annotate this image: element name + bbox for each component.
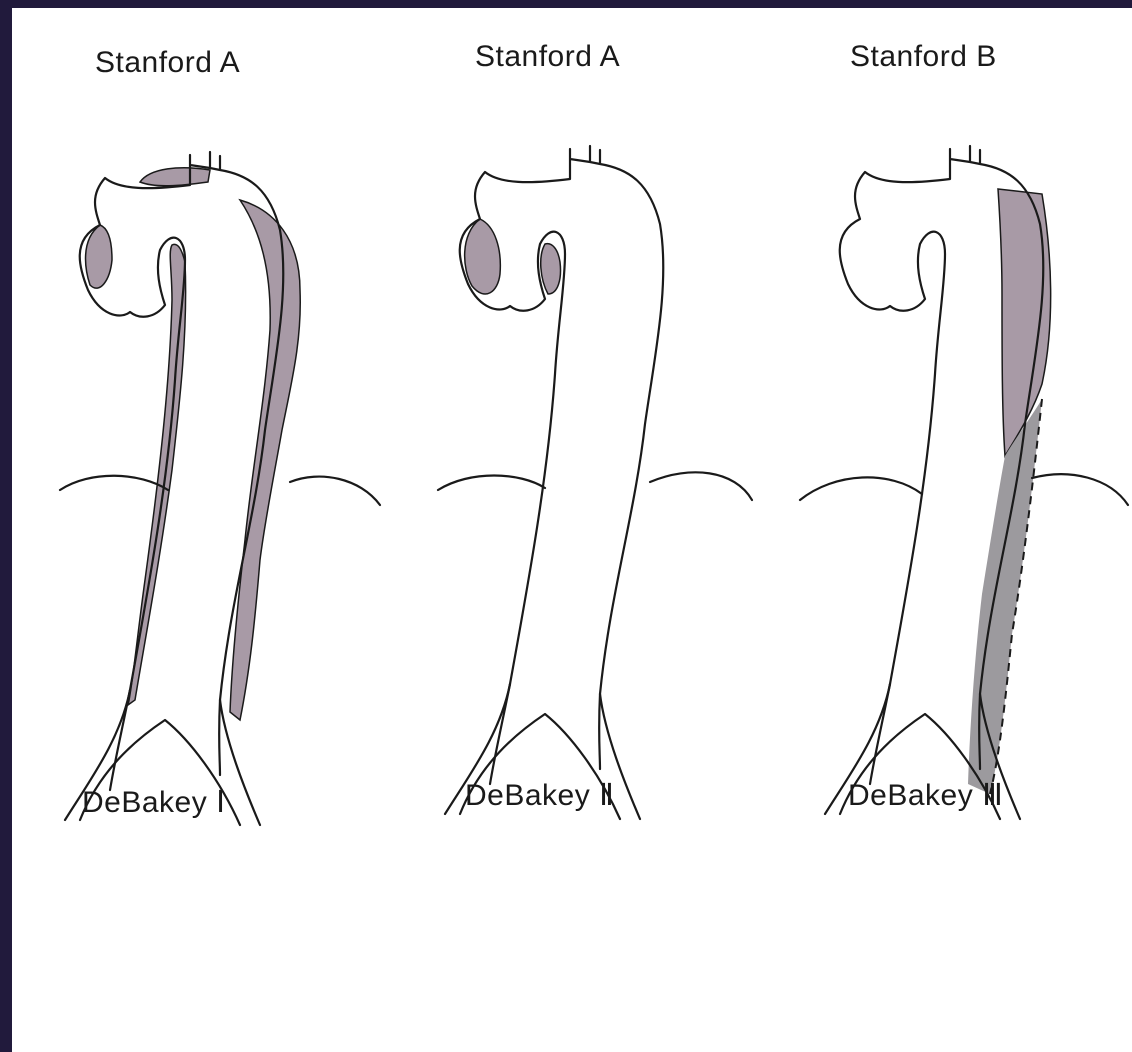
panel-2-stanford-label: Stanford A — [475, 40, 620, 74]
panel-1-debakey-label: DeBakey Ⅰ — [82, 785, 225, 820]
diaphragm-arc-2b — [650, 472, 752, 500]
diaphragm-arc-1b — [290, 477, 380, 505]
diaphragm-arc-1a — [60, 476, 168, 490]
diaphragm-arc-2a — [438, 476, 545, 491]
panel-1-aorta — [65, 152, 300, 825]
diaphragm-arc-3a — [800, 477, 922, 500]
panel-3-aorta — [825, 146, 1051, 819]
panel-3-stanford-label: Stanford B — [850, 40, 997, 74]
diaphragm-arc-3b — [1032, 474, 1128, 505]
panel-2-aorta — [445, 146, 663, 819]
panel-1-stanford-label: Stanford A — [95, 46, 240, 80]
panel-3-debakey-label: DeBakey Ⅲ — [848, 778, 1003, 813]
panel-2-debakey-label: DeBakey Ⅱ — [465, 778, 614, 813]
